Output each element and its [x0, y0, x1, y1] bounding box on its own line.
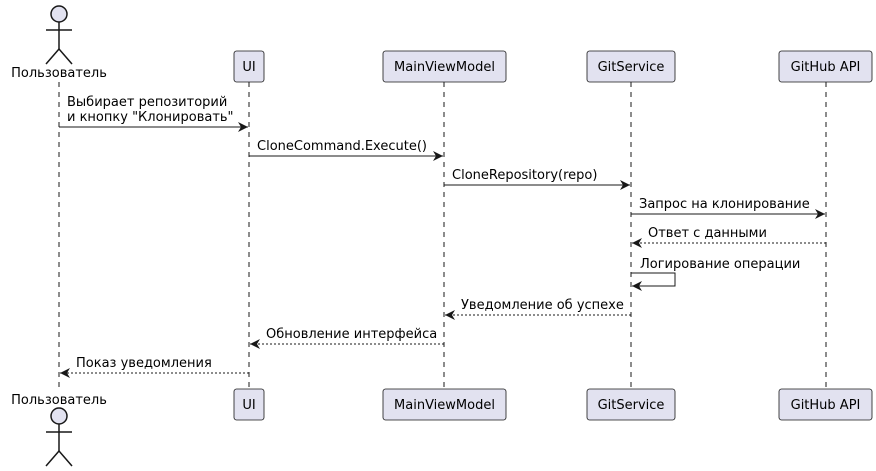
- participant-label: UI: [242, 60, 255, 75]
- participant-label: MainViewModel: [394, 60, 495, 75]
- participant-ui-top: UI: [233, 50, 265, 83]
- message-4: Запрос на клонирование: [631, 197, 825, 219]
- participant-api-top: GitHub API: [778, 50, 873, 83]
- participant-label: GitHub API: [791, 60, 861, 75]
- message-2: CloneCommand.Execute(): [249, 139, 443, 161]
- message-label: CloneRepository(repo): [452, 168, 597, 183]
- actor-label: Пользователь: [11, 393, 107, 408]
- participant-box: [382, 388, 507, 421]
- message-label: Уведомление об успехе: [461, 298, 624, 313]
- message-label: CloneCommand.Execute(): [257, 139, 427, 154]
- actor-icon: [45, 407, 73, 467]
- actor-user-bottom: Пользователь: [11, 393, 107, 467]
- message-label: Выбирает репозиторий: [67, 95, 227, 110]
- participant-vm-bottom: MainViewModel: [382, 388, 507, 421]
- participant-box: [778, 388, 873, 421]
- participant-box: [778, 50, 873, 83]
- message-5: Ответ с данными: [632, 226, 826, 248]
- actor-icon: [45, 5, 73, 65]
- message-7: Уведомление об успехе: [445, 298, 631, 320]
- participant-vm-top: MainViewModel: [382, 50, 507, 83]
- participant-box: [586, 388, 676, 421]
- actor-label: Пользователь: [11, 66, 107, 81]
- participant-label: GitService: [598, 398, 665, 413]
- participant-box: [586, 50, 676, 83]
- participant-box: [233, 50, 265, 83]
- message-label: Запрос на клонирование: [639, 197, 810, 212]
- participant-label: MainViewModel: [394, 398, 495, 413]
- message-label: Показ уведомления: [76, 356, 212, 371]
- participant-ui-bottom: UI: [233, 388, 265, 421]
- participant-git-bottom: GitService: [586, 388, 676, 421]
- message-label: Обновление интерфейса: [266, 327, 437, 342]
- participant-git-top: GitService: [586, 50, 676, 83]
- participant-box: [233, 388, 265, 421]
- message-8: Обновление интерфейса: [250, 327, 444, 349]
- participant-api-bottom: GitHub API: [778, 388, 873, 421]
- message-label: и кнопку "Клонировать": [67, 110, 234, 125]
- message-3: CloneRepository(repo): [444, 168, 630, 190]
- message-label: Логирование операции: [640, 257, 800, 272]
- participant-label: UI: [242, 398, 255, 413]
- message-6: Логирование операции: [631, 257, 800, 291]
- participant-box: [382, 50, 507, 83]
- self-message-arrow: [631, 272, 676, 291]
- message-label: Ответ с данными: [648, 226, 767, 241]
- actor-user-top: Пользователь: [11, 5, 107, 81]
- participant-label: GitService: [598, 60, 665, 75]
- message-9: Показ уведомления: [60, 356, 249, 378]
- participant-label: GitHub API: [791, 398, 861, 413]
